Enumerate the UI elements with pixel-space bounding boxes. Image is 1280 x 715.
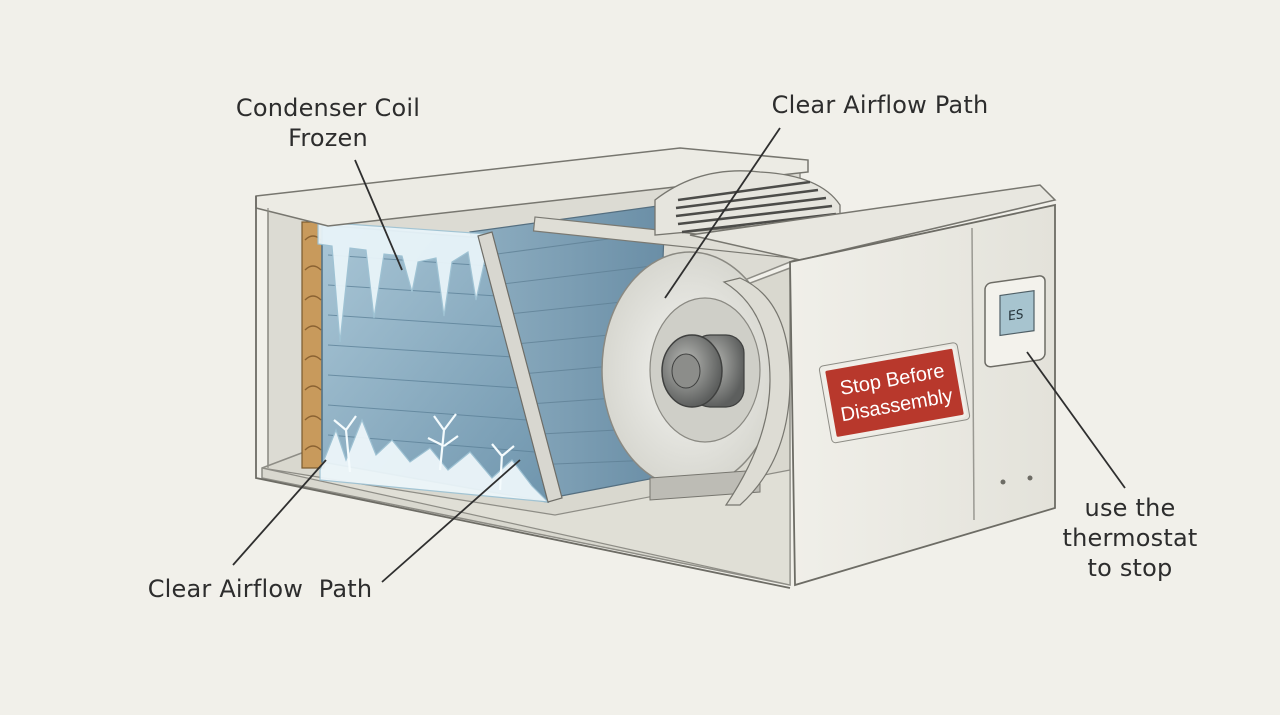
leader-airflow-top: [664, 127, 781, 299]
airflow-path-label-top: Clear Airflow Path: [771, 91, 989, 119]
condenser-coil-label: Condenser Coil Frozen: [235, 94, 421, 152]
warning-sign-icon: Stop Before Disassembly: [818, 342, 971, 444]
thermostat-icon: ES: [984, 275, 1046, 485]
leader-condenser-coil: [354, 159, 403, 271]
leader-airflow-bottom-left: [232, 459, 327, 566]
blower-fan-icon: [601, 251, 791, 506]
leader-airflow-bottom-right: [381, 459, 521, 583]
airflow-path-label-bottom: Clear Airflow Path: [147, 575, 373, 603]
frozen-coil-icon: [317, 221, 563, 503]
vent-grille: [654, 170, 841, 236]
leader-lines: [232, 127, 1126, 583]
thermostat-display: ES: [1008, 307, 1024, 324]
leader-thermostat: [1026, 351, 1126, 489]
thermostat-instruction-label: use the thermostat to stop: [1062, 494, 1198, 582]
